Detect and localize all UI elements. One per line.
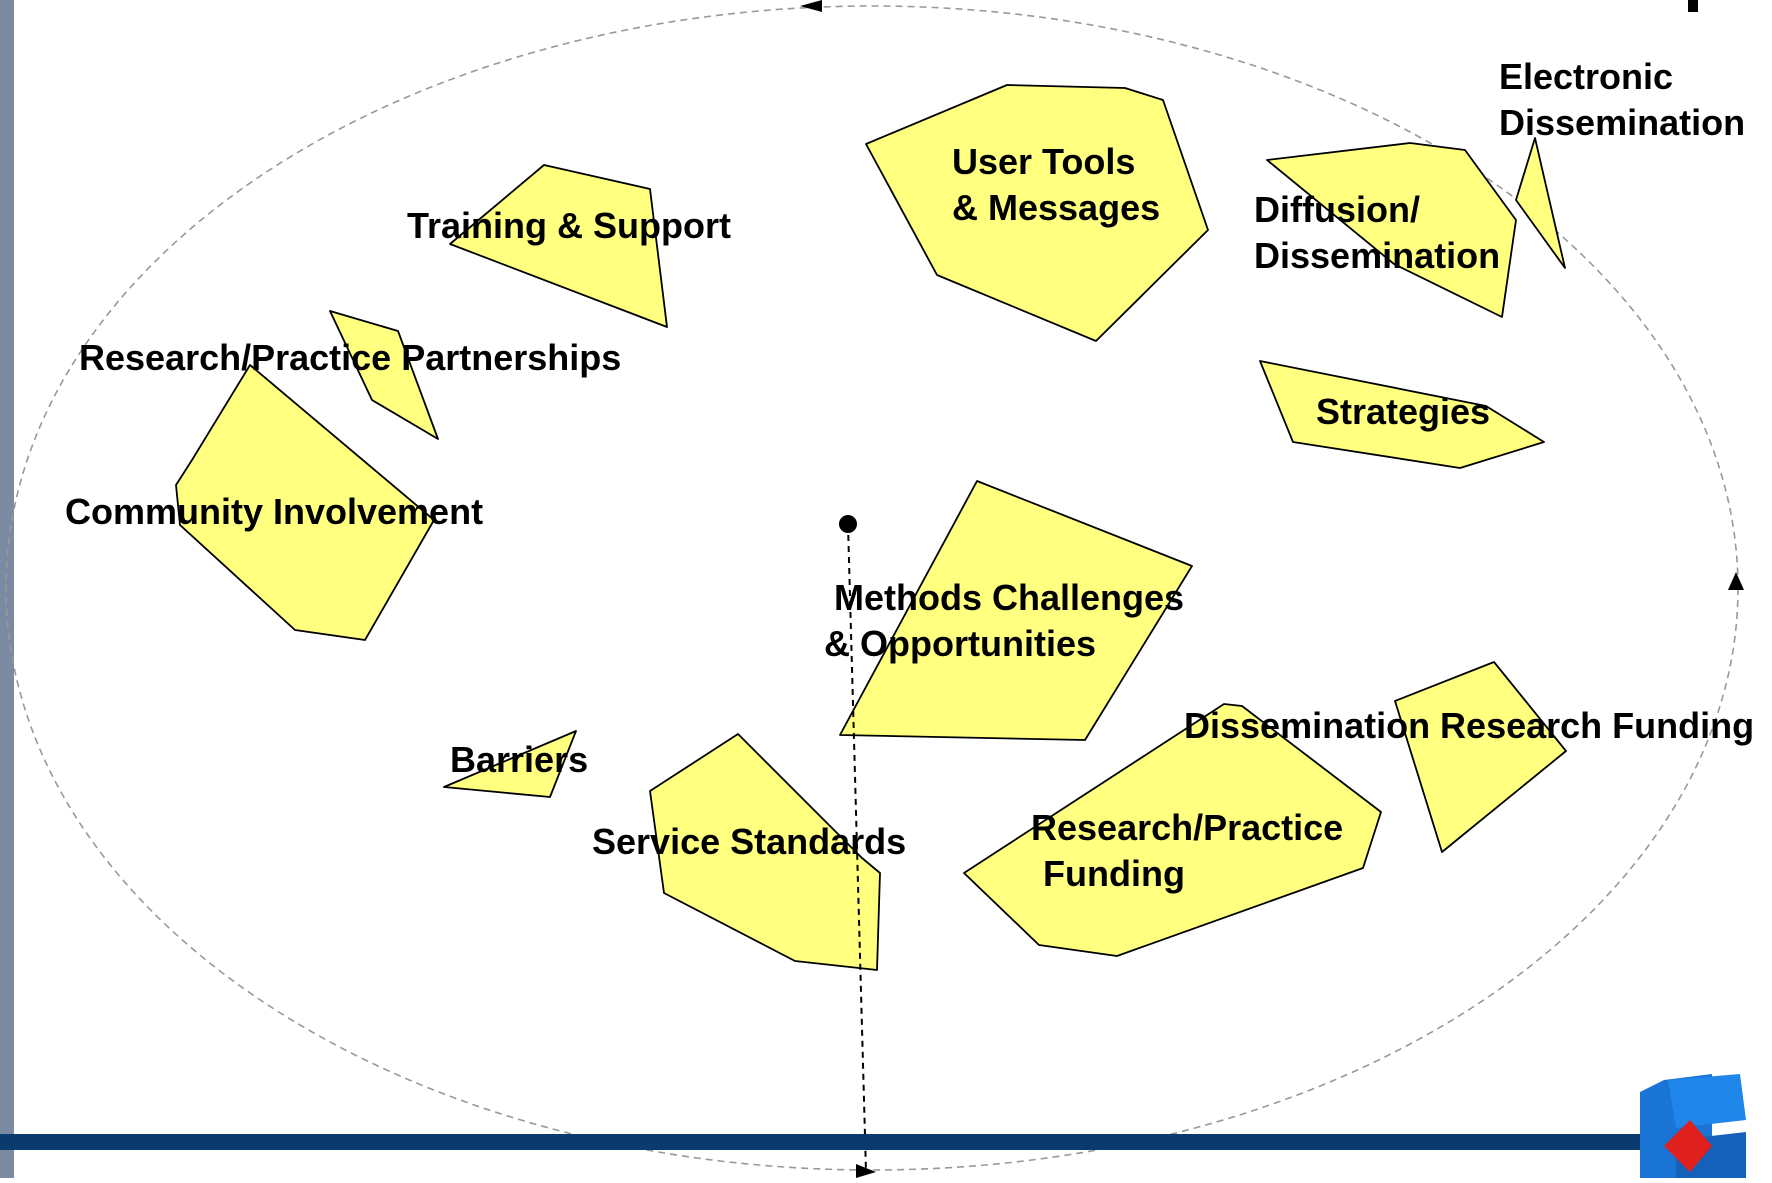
- cluster-polygon-barriers: [443, 730, 577, 798]
- cluster-label-barriers: Barriers: [450, 739, 588, 780]
- footer-bar: [0, 1134, 1640, 1150]
- cluster-polygons: [175, 84, 1567, 971]
- cluster-polygon-user-tools: [865, 84, 1209, 342]
- cluster-polygon-service: [649, 733, 881, 971]
- orbit-arrow-right: [1728, 572, 1744, 590]
- cluster-polygon-rp-funding: [963, 703, 1382, 957]
- cluster-label-service: Service Standards: [592, 821, 906, 862]
- cluster-label-partnerships: Research/Practice Partnerships: [79, 337, 621, 378]
- cluster-label-dr-funding: Dissemination Research Funding: [1184, 705, 1754, 746]
- cluster-label-methods: Methods Challenges & Opportunities: [824, 577, 1194, 664]
- cluster-label-diffusion: Diffusion/ Dissemination: [1254, 189, 1500, 276]
- cluster-polygon-community: [175, 364, 435, 641]
- cluster-label-electronic: Electronic Dissemination: [1499, 56, 1745, 143]
- orbit-arrow-bottom: [856, 1164, 876, 1178]
- cluster-label-community: Community Involvement: [65, 491, 483, 532]
- logo: [1640, 1074, 1746, 1178]
- cluster-polygon-methods: [839, 480, 1193, 741]
- photo-strip: [0, 0, 14, 1178]
- cluster-polygon-training: [449, 164, 668, 328]
- cluster-label-strategies: Strategies: [1316, 391, 1490, 432]
- corner-fragment: [1688, 0, 1698, 12]
- cluster-polygon-diffusion: [1266, 142, 1517, 318]
- cluster-label-user-tools: User Tools & Messages: [952, 141, 1160, 228]
- cluster-polygon-dr-funding: [1394, 661, 1567, 853]
- orbit-arrow-top: [800, 0, 822, 12]
- center-pointer-line: [847, 523, 867, 1173]
- cluster-label-training: Training & Support: [407, 205, 731, 246]
- cluster-polygon-partnerships: [329, 310, 439, 440]
- cluster-label-rp-funding: Research/Practice Funding: [1031, 807, 1353, 894]
- cluster-polygon-electronic: [1515, 137, 1566, 269]
- cluster-polygon-strategies: [1259, 360, 1545, 469]
